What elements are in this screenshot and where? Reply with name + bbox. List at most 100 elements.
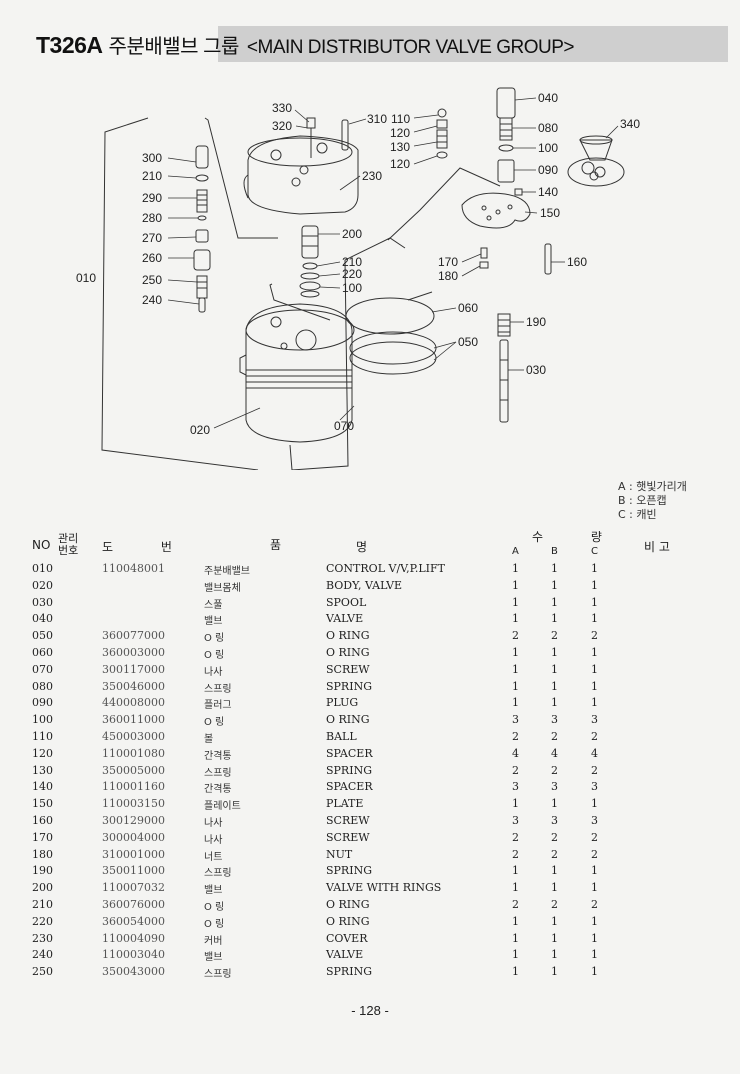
callout-180: 180 (438, 269, 458, 283)
drawing-number: 360054000 (102, 914, 165, 928)
part-name-korean: 밸브 (204, 885, 223, 897)
part-number-index: 020 (32, 578, 53, 592)
quantity-c: 1 (591, 931, 598, 945)
callout-070: 070 (334, 419, 354, 433)
header-no: NO (32, 538, 51, 552)
quantity-c: 1 (591, 696, 598, 710)
part-number-index: 100 (32, 713, 53, 727)
part-name-korean: 플러그 (204, 700, 232, 712)
legend-c: C : 캐빈 (618, 508, 657, 521)
quantity-a: 2 (512, 763, 519, 777)
quantity-a: 1 (512, 578, 519, 592)
drawing-number: 110003040 (102, 948, 165, 962)
callout-020: 020 (190, 423, 210, 437)
callout-340: 340 (620, 117, 640, 131)
part-number-index: 220 (32, 914, 53, 928)
part-name-korean: 나사 (204, 818, 223, 829)
right-valve-stack (496, 87, 523, 196)
quantity-b: 4 (551, 746, 558, 760)
drawing-number: 350043000 (102, 965, 165, 979)
quantity-b: 1 (551, 662, 558, 676)
part-name-english: SPACER (326, 746, 373, 760)
assembly-bracket-left (101, 117, 259, 470)
drawing-number: 110001160 (102, 780, 165, 794)
part-number-index: 090 (32, 696, 53, 710)
part-number-index: 050 (32, 629, 53, 643)
quantity-b: 1 (551, 578, 558, 592)
accessory-kit-340 (567, 135, 625, 187)
spring-190 (497, 313, 511, 337)
quantity-c: 1 (591, 562, 598, 575)
quantity-b: 2 (551, 763, 558, 777)
callout-100a: 100 (538, 141, 558, 155)
drawing-number: 110001080 (102, 746, 165, 760)
quantity-b: 2 (551, 847, 558, 861)
part-name-english: SCREW (326, 662, 370, 676)
quantity-c: 1 (591, 578, 598, 592)
callout-120b: 120 (390, 157, 410, 171)
part-name-english: BODY, VALVE (326, 578, 403, 592)
callout-120a: 120 (390, 126, 410, 140)
quantity-b: 1 (551, 948, 558, 962)
parts-table-header: NO 관리 번호 도 번 품 명 수 량 A B C 비 고 (0, 530, 740, 560)
spool (499, 339, 509, 423)
callout-270: 270 (142, 231, 162, 245)
header-col-c: C (591, 546, 598, 557)
drawing-number: 360003000 (102, 646, 165, 659)
quantity-b: 2 (551, 898, 558, 911)
quantity-b: 1 (551, 646, 558, 659)
part-number-index: 230 (32, 931, 53, 945)
drawing-number: 110003150 (102, 797, 165, 811)
part-name-english: O RING (326, 646, 370, 659)
quantity-a: 1 (512, 562, 519, 575)
part-name-english: VALVE WITH RINGS (326, 881, 442, 895)
part-name-english: SPRING (326, 763, 372, 777)
callout-140: 140 (538, 185, 558, 199)
quantity-b: 1 (551, 679, 558, 693)
quantity-c: 1 (591, 595, 598, 609)
part-number-index: 190 (32, 864, 53, 878)
part-name-korean: 커버 (204, 935, 223, 947)
quantity-a: 2 (512, 830, 519, 844)
quantity-a: 1 (512, 864, 519, 878)
screw-310 (341, 119, 349, 151)
legend-a: A : 햇빛가리개 (618, 480, 687, 493)
quantity-a: 1 (512, 696, 519, 710)
quantity-c: 2 (591, 763, 598, 777)
callout-330: 330 (272, 101, 292, 115)
title-korean: 주분배밸브 그룹 (108, 36, 240, 58)
drawing-number: 300129000 (102, 814, 165, 827)
quantity-c: 2 (591, 730, 598, 743)
header-drawing-no: 도 번 (102, 540, 194, 554)
part-name-korean: 스프링 (204, 767, 232, 779)
part-name-korean: 간격통 (204, 784, 232, 796)
header-quantity: 수 량 (532, 530, 624, 544)
quantity-b: 1 (551, 965, 558, 979)
part-name-english: SPRING (326, 679, 372, 693)
quantity-a: 3 (512, 713, 519, 727)
callout-250: 250 (142, 273, 162, 287)
drawing-number: 360011000 (102, 713, 165, 727)
quantity-a: 1 (512, 679, 519, 693)
quantity-c: 2 (591, 898, 598, 911)
drawing-number: 350005000 (102, 763, 165, 777)
drawing-number: 440008000 (102, 696, 165, 710)
part-name-korean: O 링 (204, 650, 225, 661)
quantity-a: 1 (512, 948, 519, 962)
quantity-b: 2 (551, 830, 558, 844)
quantity-a: 3 (512, 814, 519, 827)
screw-160 (544, 243, 552, 275)
part-name-korean: 볼 (204, 734, 214, 745)
drawing-number: 350011000 (102, 864, 165, 878)
part-name-korean: 스프링 (204, 969, 232, 981)
quantity-c: 1 (591, 864, 598, 878)
part-name-english: BALL (326, 730, 357, 743)
quantity-c: 1 (591, 646, 598, 659)
